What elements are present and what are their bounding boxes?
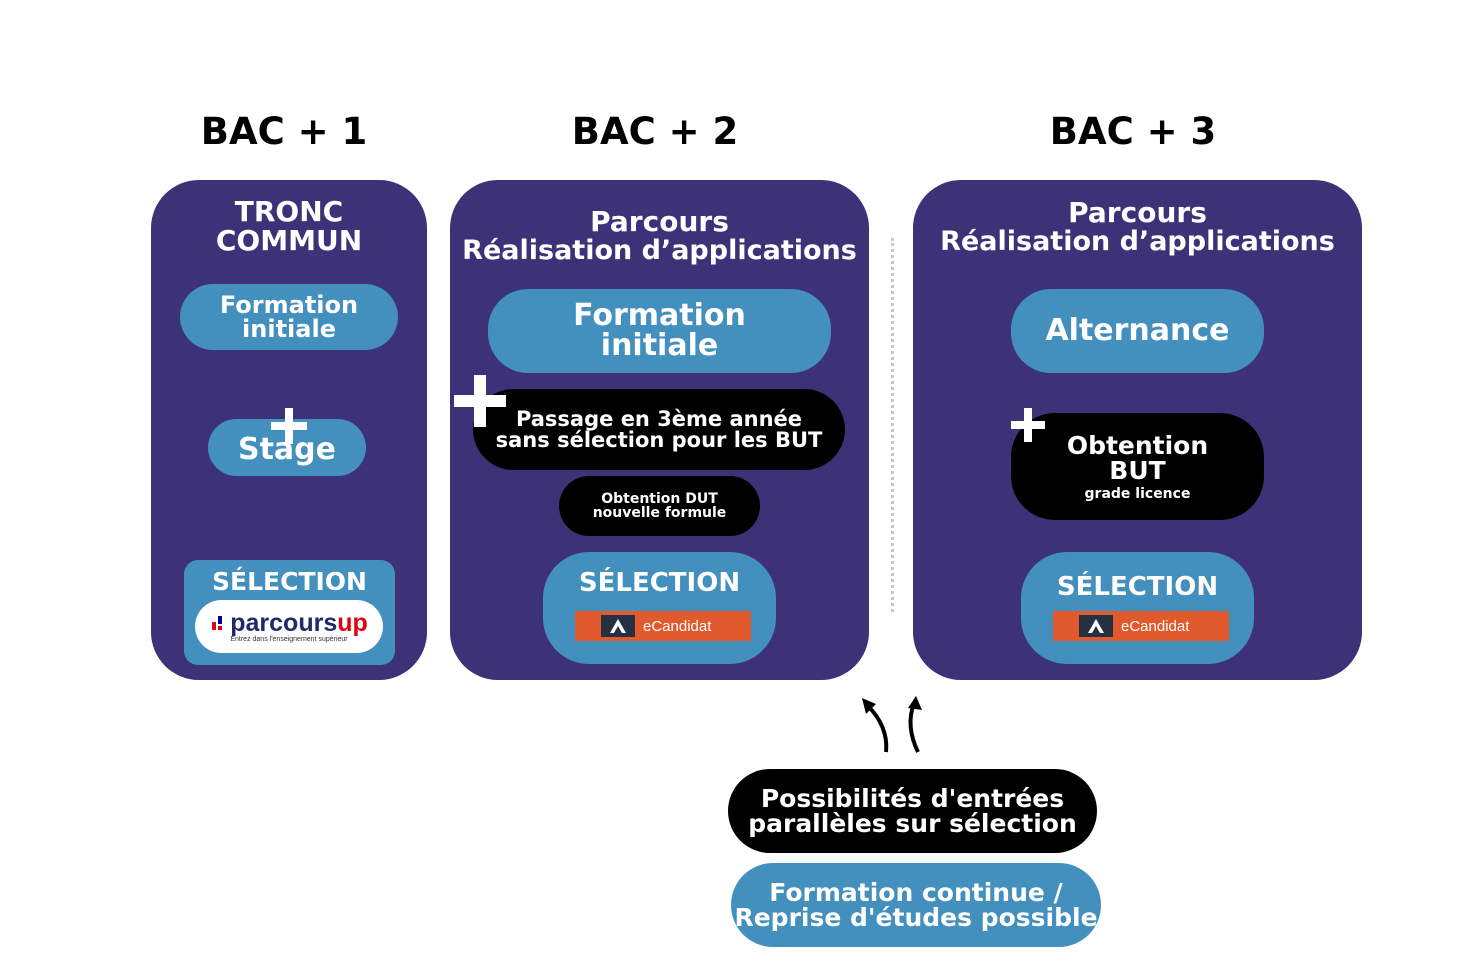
- plus-icon: [1011, 408, 1045, 442]
- passage-line2: sans sélection pour les BUT: [495, 427, 823, 452]
- panel1-title-line2: COMMUN: [215, 224, 363, 257]
- formation-line1: Formation: [219, 291, 359, 319]
- panel2-title: Parcours Réalisation d’applications: [450, 207, 869, 265]
- panel3-title: Parcours Réalisation d’applications: [913, 198, 1362, 256]
- parcoursup-tagline: Entrez dans l'enseignement supérieur: [230, 635, 348, 643]
- parallel-entries-pill: Possibilités d'entrées parallèles sur sé…: [728, 769, 1097, 853]
- panel1-title: TRONC COMMUN: [151, 197, 427, 255]
- panel3-title-line2: Réalisation d’applications: [940, 226, 1335, 257]
- selection-label: SÉLECTION: [212, 567, 367, 596]
- selection-box: SÉLECTION eCandidat: [543, 552, 776, 664]
- entries-line1: Possibilités d'entrées: [760, 784, 1065, 813]
- panel-bac3: Parcours Réalisation d’applications Alte…: [913, 180, 1362, 680]
- panel3-title-line1: Parcours: [1068, 196, 1207, 229]
- ecandidat-label: eCandidat: [1121, 617, 1190, 635]
- but-line3: grade licence: [1084, 485, 1191, 502]
- ecandidat-label: eCandidat: [643, 617, 712, 635]
- ecandidat-mark-icon: [1079, 615, 1113, 637]
- formation-continue-pill: Formation continue / Reprise d'études po…: [731, 863, 1101, 947]
- ecandidat-logo[interactable]: eCandidat: [575, 611, 751, 641]
- parcoursup-mark-icon: [212, 616, 223, 630]
- arrow-up-curved-icon: [860, 694, 930, 758]
- ecandidat-logo[interactable]: eCandidat: [1053, 611, 1229, 641]
- continue-line1: Formation continue /: [769, 878, 1063, 907]
- selection-label: SÉLECTION: [1056, 572, 1219, 602]
- dut-line1: Obtention DUT: [601, 491, 718, 507]
- panel-bac2: Parcours Réalisation d’applications Form…: [450, 180, 869, 680]
- plus-icon: [271, 408, 307, 444]
- divider: [891, 238, 894, 612]
- panel2-title-line2: Réalisation d’applications: [462, 235, 857, 266]
- parcoursup-word1: parcours: [230, 608, 338, 637]
- dut-pill: Obtention DUT nouvelle formule: [559, 476, 760, 536]
- continue-line2: Reprise d'études possible: [734, 903, 1098, 932]
- formation-initiale-pill: Formation initiale: [488, 289, 831, 373]
- panel1-title-line1: TRONC: [234, 195, 344, 228]
- but-line2: BUT: [1109, 455, 1166, 485]
- passage-line1: Passage en 3ème année: [515, 406, 803, 431]
- panel2-title-line1: Parcours: [590, 205, 729, 238]
- alternance-label: Alternance: [1045, 313, 1230, 348]
- ecandidat-mark-icon: [601, 615, 635, 637]
- but-pill: Obtention BUT grade licence: [1011, 413, 1264, 520]
- dut-line2: nouvelle formule: [592, 505, 727, 521]
- panel-bac1: TRONC COMMUN Formation initiale Stage SÉ…: [151, 180, 427, 680]
- parcoursup-word2: up: [337, 608, 368, 637]
- alternance-pill: Alternance: [1011, 289, 1264, 373]
- heading-bac2: BAC + 2: [571, 110, 739, 153]
- formation-line2: initiale: [242, 315, 336, 343]
- entries-line2: parallèles sur sélection: [748, 809, 1077, 838]
- passage-pill: Passage en 3ème année sans sélection pou…: [473, 389, 845, 470]
- heading-bac3: BAC + 3: [1049, 110, 1217, 153]
- plus-icon: [454, 375, 506, 427]
- formation-line2: initiale: [600, 328, 719, 363]
- selection-label: SÉLECTION: [578, 568, 741, 598]
- formation-initiale-pill: Formation initiale: [180, 284, 398, 350]
- formation-line1: Formation: [573, 298, 746, 333]
- heading-bac1: BAC + 1: [200, 110, 368, 153]
- selection-box: SÉLECTION eCandidat: [1021, 552, 1254, 664]
- but-line1: Obtention: [1066, 430, 1209, 460]
